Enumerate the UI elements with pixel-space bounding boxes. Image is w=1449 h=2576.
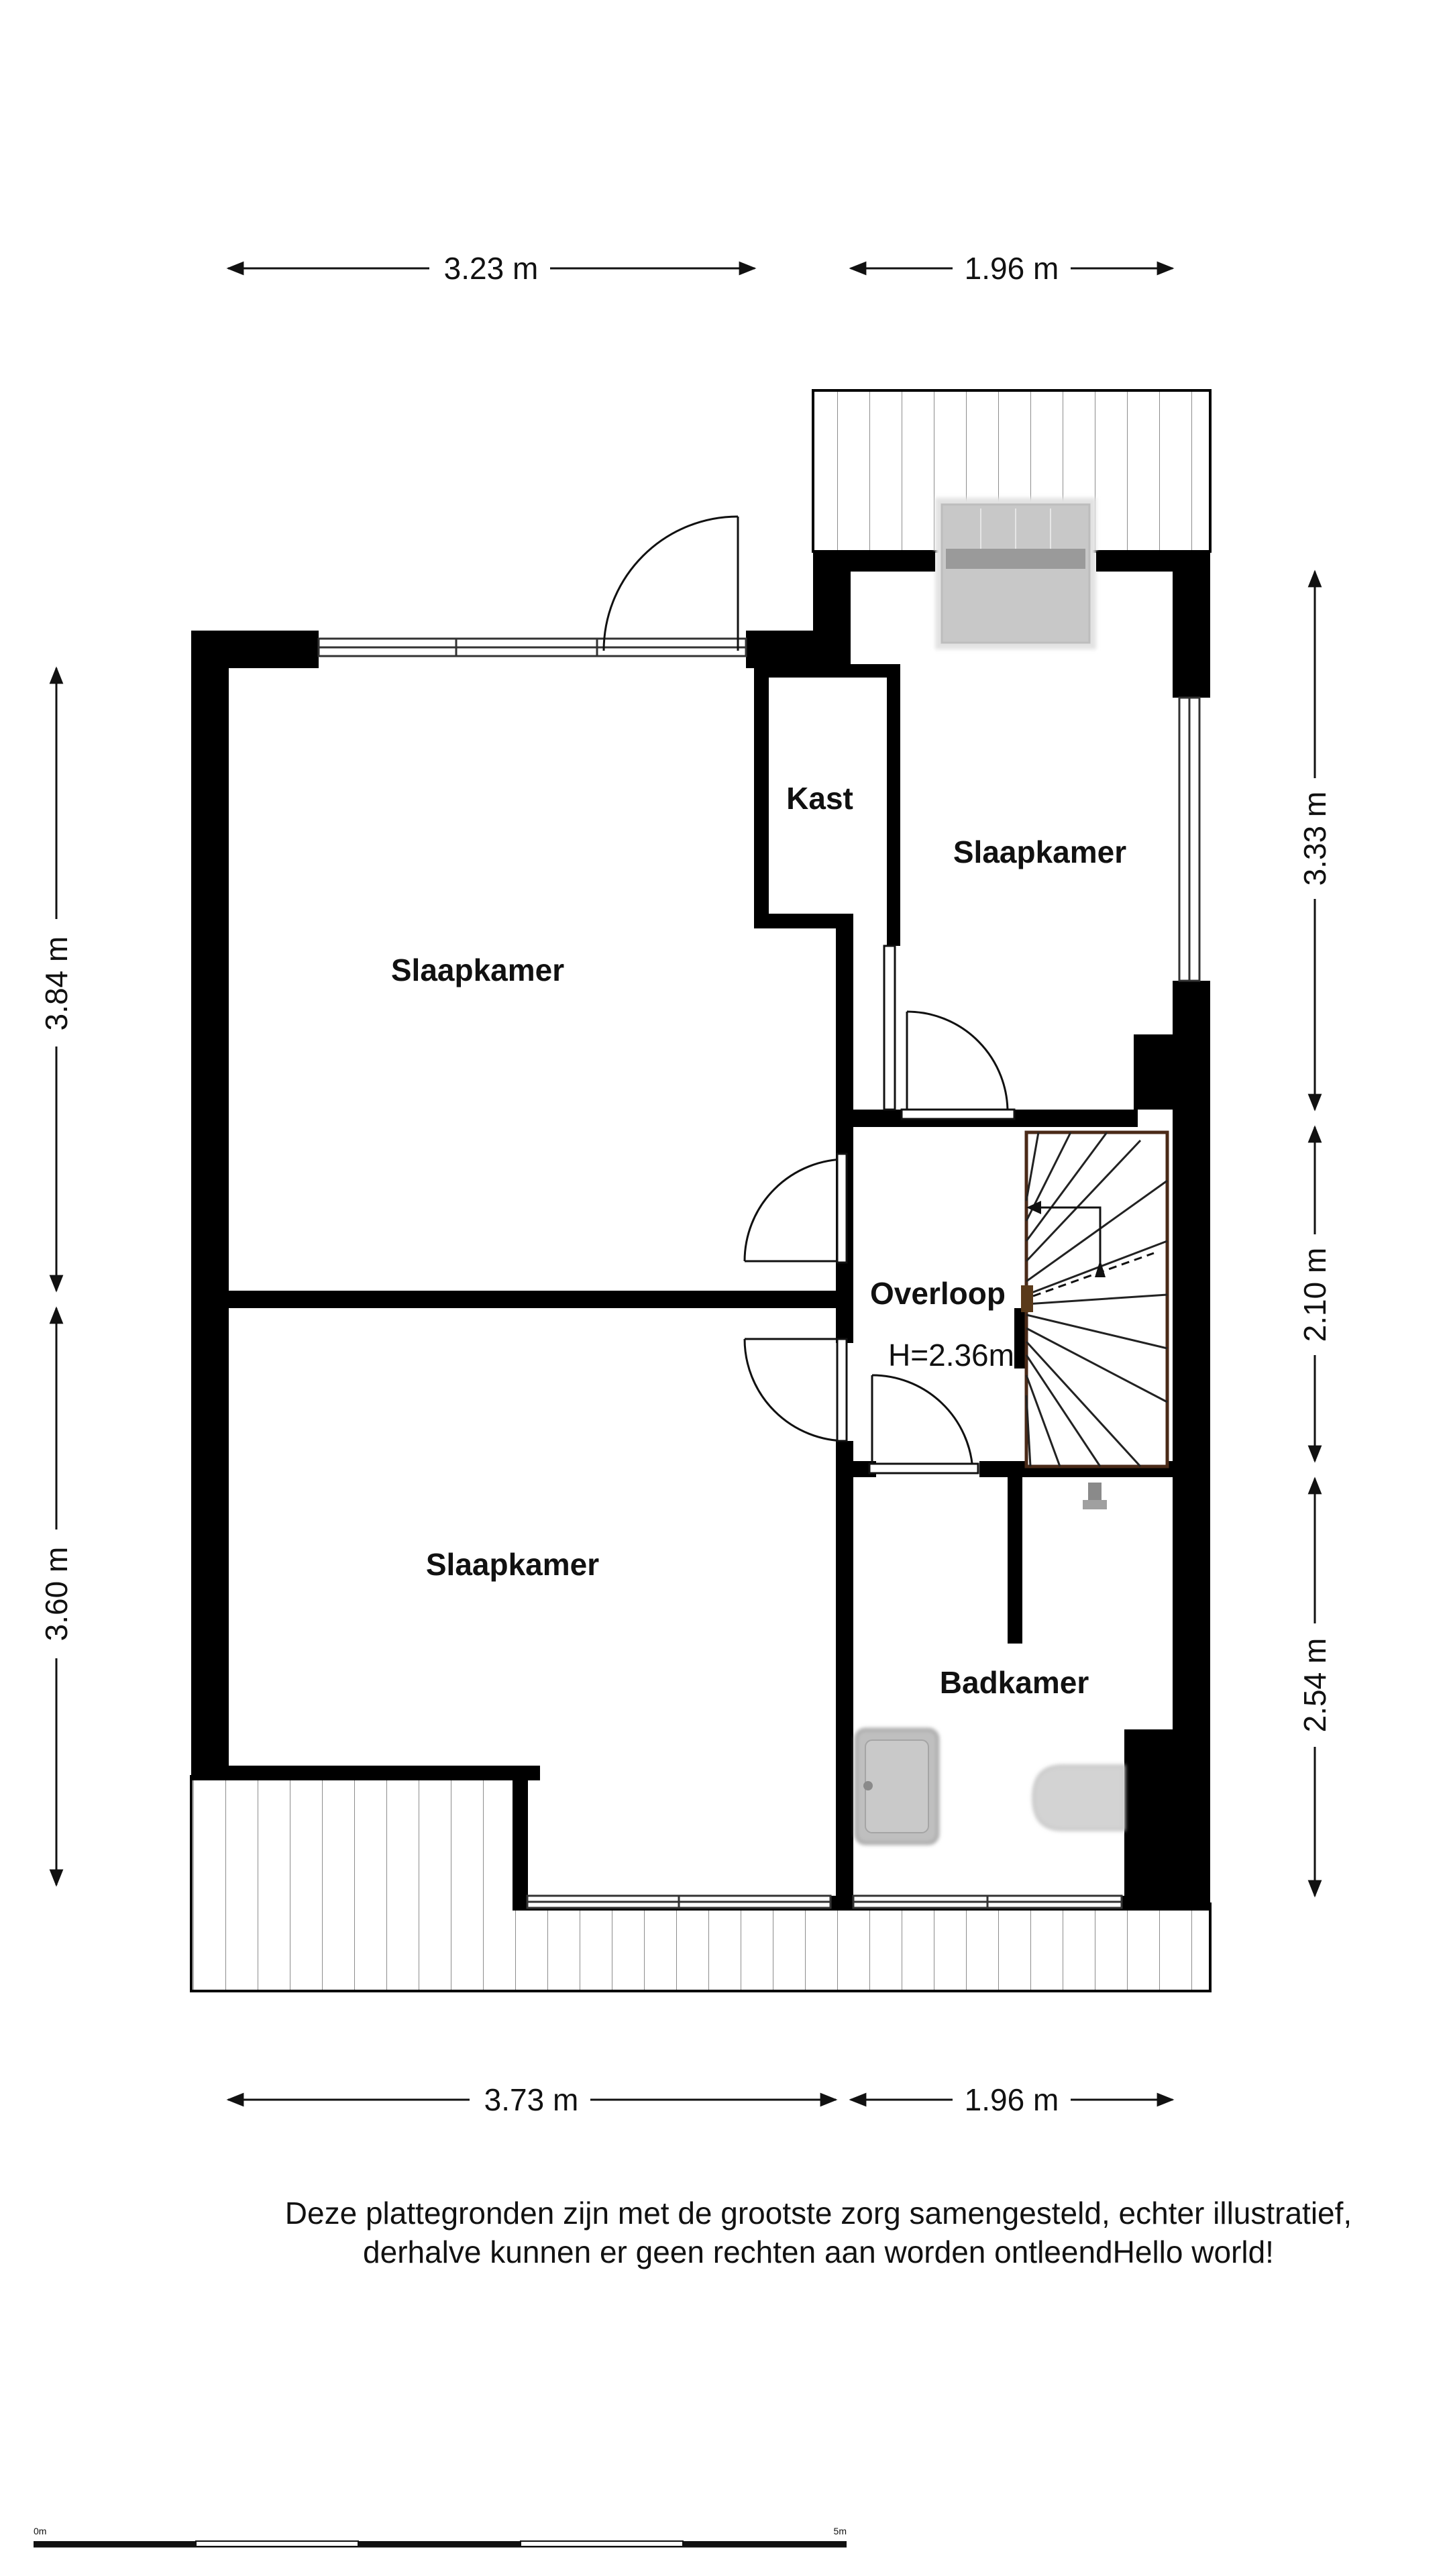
dimension-label-top-right: 1.96 m <box>965 251 1059 286</box>
dimension-left-upper: 3.84 m <box>39 666 74 1293</box>
toilet <box>1032 1764 1126 1831</box>
dimension-top-right: 1.96 m <box>849 251 1175 286</box>
room-label-badkamer: Badkamer <box>940 1665 1089 1700</box>
dimension-label-right-lower: 2.54 m <box>1297 1638 1332 1733</box>
disclaimer-line-2: derhalve kunnen er geen rechten aan word… <box>363 2235 1274 2269</box>
dimension-left-lower: 3.60 m <box>39 1306 74 1887</box>
dimension-label-left-upper: 3.84 m <box>39 936 74 1031</box>
skylight <box>935 498 1096 649</box>
dimension-bottom-right: 1.96 m <box>849 2082 1175 2117</box>
scale-bar-end-label: 5m <box>834 2526 847 2536</box>
doors <box>602 515 1016 1474</box>
room-label-slaapkamer-right: Slaapkamer <box>953 835 1126 869</box>
ceiling-height-label: H=2.36m <box>888 1338 1014 1373</box>
dimension-top-left: 3.23 m <box>226 251 757 286</box>
room-label-overloop: Overloop <box>870 1276 1006 1311</box>
dimension-label-bottom-right: 1.96 m <box>965 2082 1059 2117</box>
dimension-label-left-lower: 3.60 m <box>39 1547 74 1642</box>
sink <box>855 1728 939 1845</box>
disclaimer-line-1: Deze plattegronden zijn met de grootste … <box>284 2196 1352 2231</box>
walls <box>191 551 1210 1911</box>
room-label-kast: Kast <box>786 781 853 816</box>
dimension-right-upper: 3.33 m <box>1297 570 1332 1112</box>
disclaimer: Deze plattegronden zijn met de grootste … <box>201 2194 1436 2271</box>
dimension-label-right-middle: 2.10 m <box>1297 1248 1332 1342</box>
shower-head <box>1083 1483 1107 1509</box>
dimension-right-lower: 2.54 m <box>1297 1477 1332 1898</box>
dimension-label-right-upper: 3.33 m <box>1297 792 1332 886</box>
room-label-slaapkamer-lower: Slaapkamer <box>426 1547 599 1582</box>
dimension-label-top-left: 3.23 m <box>444 251 539 286</box>
dimension-label-bottom-left: 3.73 m <box>484 2082 579 2117</box>
room-label-slaapkamer-large: Slaapkamer <box>391 953 564 987</box>
scale-bar-start-label: 0m <box>34 2526 46 2536</box>
windows <box>317 637 1201 1909</box>
dimension-right-middle: 2.10 m <box>1297 1125 1332 1463</box>
staircase <box>1021 1130 1169 1468</box>
dimension-bottom-left: 3.73 m <box>226 2082 838 2117</box>
scale-bar: 0m 5m <box>34 2526 847 2548</box>
